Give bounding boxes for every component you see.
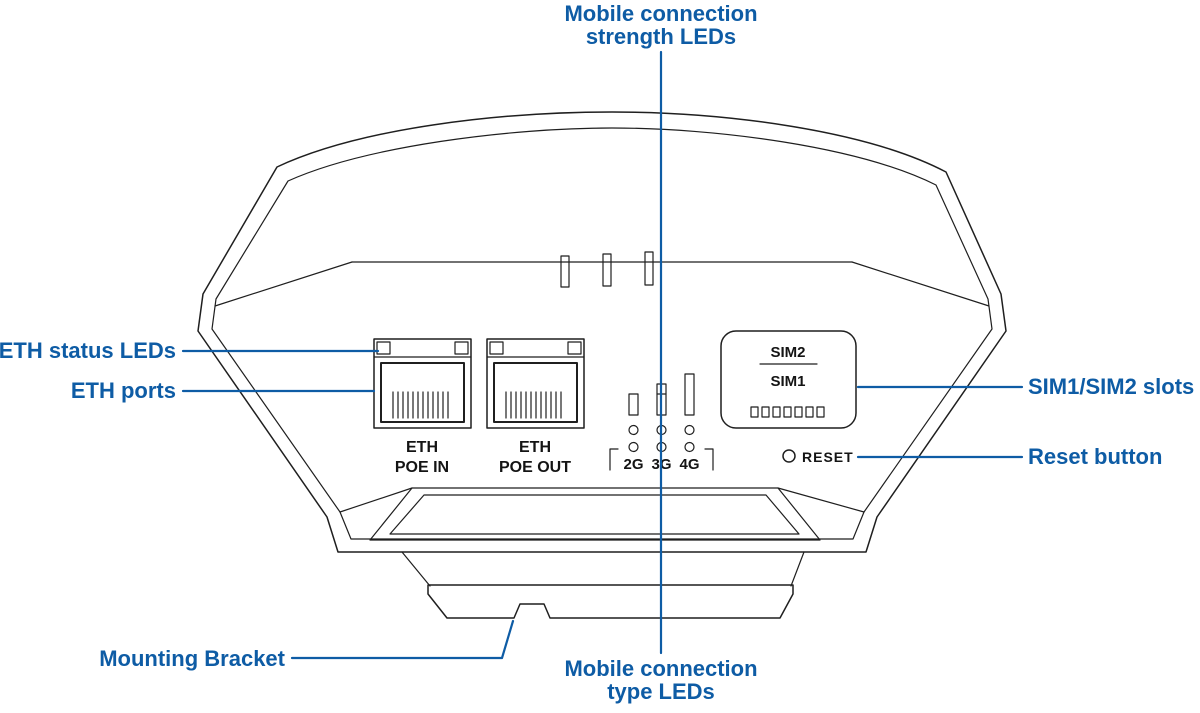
eth-port-poe-out <box>486 338 585 429</box>
front-face-right-diagonal <box>851 261 990 307</box>
port1-pins <box>392 391 449 419</box>
sim-contact-4 <box>783 406 792 418</box>
port2-pins <box>505 391 562 419</box>
bottom-facet-right <box>777 487 865 513</box>
port2-status-led-left <box>489 341 504 355</box>
bottom-recess-outer <box>369 487 821 541</box>
callout-mobile-type: Mobile connection type LEDs <box>564 656 757 704</box>
callout-mobile-strength-line2: strength LEDs <box>586 24 736 49</box>
eth-port-poe-in <box>373 338 472 429</box>
port1-caption-line2: POE IN <box>395 459 449 476</box>
type-led-2g-row2 <box>628 441 639 453</box>
vent-slot-1 <box>560 255 570 288</box>
callout-eth-ports: ETH ports <box>71 378 176 403</box>
front-face-left-diagonal <box>214 261 353 307</box>
type-led-4g-row2 <box>684 441 695 453</box>
callout-mobile-strength: Mobile connection strength LEDs <box>564 1 757 49</box>
sim-slot-cover <box>720 330 857 429</box>
sim2-label: SIM2 <box>770 344 805 361</box>
leader-lines <box>181 50 1024 660</box>
sim-contact-7 <box>816 406 825 418</box>
port1-jack <box>380 362 465 423</box>
port2-status-led-right <box>567 341 582 355</box>
led-bracket-left <box>609 448 619 471</box>
type-led-2g-row1 <box>628 424 639 436</box>
bracket-outline <box>427 584 794 619</box>
bracket-link-right <box>790 551 805 587</box>
led-bracket-right <box>704 448 714 471</box>
port1-status-led-right <box>454 341 469 355</box>
callout-mounting-bracket: Mounting Bracket <box>99 646 285 671</box>
connection-type-leds <box>628 424 695 453</box>
sim-contact-1 <box>750 406 759 418</box>
leader-mounting-bracket <box>290 619 515 660</box>
vent-slot-2 <box>602 253 612 287</box>
type-led-4g-row1 <box>684 424 695 436</box>
vent-slot-3 <box>644 251 654 286</box>
led-label-4g: 4G <box>679 456 699 473</box>
sim-slot: SIM2 SIM1 <box>720 330 857 429</box>
mounting-bracket <box>401 551 805 619</box>
strength-bar-2g <box>628 393 639 416</box>
sim1-label: SIM1 <box>770 373 805 390</box>
port2-frame <box>486 338 585 429</box>
port1-frame <box>373 338 472 429</box>
sim-contact-2 <box>761 406 770 418</box>
sim-contact-5 <box>794 406 803 418</box>
port1-status-led-left <box>376 341 391 355</box>
port2-jack <box>493 362 578 423</box>
sim-contact-row <box>750 406 825 418</box>
callout-mobile-type-line2: type LEDs <box>607 679 715 704</box>
led-label-2g: 2G <box>623 456 643 473</box>
callout-mobile-type-line1: Mobile connection <box>564 656 757 681</box>
strength-bar-4g <box>684 373 695 416</box>
port1-caption-line1: ETH <box>406 439 438 456</box>
device-drawing: ETH POE IN ETH POE OUT 2G 3G 4G SI <box>197 111 1007 619</box>
bracket-link-left <box>401 551 431 587</box>
reset-button-hole <box>782 449 796 463</box>
port2-caption-line2: POE OUT <box>499 459 571 476</box>
sim-contact-3 <box>772 406 781 418</box>
signal-strength-leds <box>628 373 695 416</box>
reset-label: RESET <box>802 449 854 465</box>
inner-shell-outline <box>211 127 993 540</box>
callout-eth-status-leds: ETH status LEDs <box>0 338 176 363</box>
callout-mobile-strength-line1: Mobile connection <box>564 1 757 26</box>
sim-contact-6 <box>805 406 814 418</box>
reset-button: RESET <box>782 449 854 465</box>
callout-sim-slots: SIM1/SIM2 slots <box>1028 374 1194 399</box>
port2-caption-line1: ETH <box>519 439 551 456</box>
callout-reset-button: Reset button <box>1028 444 1162 469</box>
outer-shell-outline <box>197 111 1007 553</box>
bottom-facet-left <box>339 487 413 513</box>
bottom-recess-inner <box>389 494 800 535</box>
